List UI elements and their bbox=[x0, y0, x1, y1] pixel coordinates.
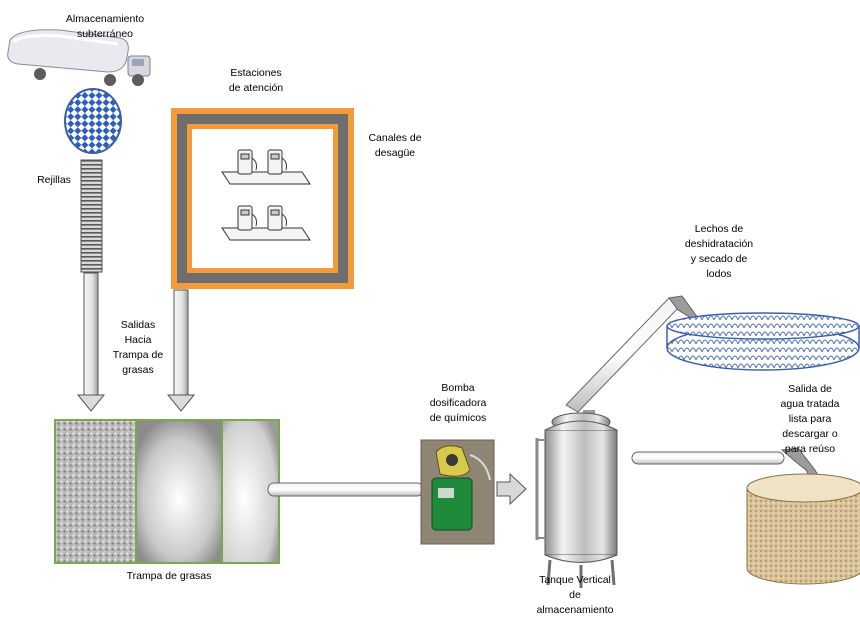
treated-water-basin bbox=[746, 473, 860, 585]
grate-column bbox=[80, 159, 103, 273]
tank-label: Tanque Vertical de almacenamiento bbox=[525, 573, 625, 618]
arrow-down-left bbox=[76, 272, 106, 412]
outlets-label-line: Trampa de bbox=[112, 349, 164, 361]
treated-outlet-label-line: para reúso bbox=[784, 443, 836, 455]
treated-outlet-label-line: agua tratada bbox=[780, 398, 840, 410]
pump-label-line: Bomba bbox=[441, 382, 475, 394]
outlets-label-line: Salidas bbox=[120, 319, 156, 331]
tank-label-line: Tanque Vertical bbox=[539, 574, 611, 586]
grease-trap bbox=[54, 419, 280, 564]
drains-label: Canales de desagüe bbox=[357, 131, 433, 161]
treated-outlet-label-line: descargar o bbox=[782, 428, 838, 440]
grates-label: Rejillas bbox=[37, 174, 71, 186]
grease-trap-label: Trampa de grasas bbox=[126, 570, 212, 582]
pump-label-line: dosificadora bbox=[429, 397, 487, 409]
pump-label-line: de químicos bbox=[429, 412, 487, 424]
stations-label-line: Estaciones bbox=[230, 67, 282, 79]
outlets-label-line: grasas bbox=[122, 364, 154, 376]
outlets-label: Salidas Hacia Trampa de grasas bbox=[106, 318, 170, 378]
drains-label-line: Canales de bbox=[368, 132, 422, 144]
tanker-truck-icon bbox=[7, 29, 151, 86]
treated-outlet-label-line: lista para bbox=[788, 413, 832, 425]
pipe-to-pump bbox=[267, 482, 424, 497]
outlets-label-line: Hacia bbox=[124, 334, 152, 346]
drains-label-line: desagüe bbox=[374, 147, 416, 159]
drying-beds-label-line: lodos bbox=[706, 268, 732, 280]
arrow-to-tank bbox=[496, 472, 527, 506]
pump-label: Bomba dosificadora de químicos bbox=[411, 381, 505, 426]
drying-beds-label: Lechos de deshidratación y secado de lod… bbox=[664, 222, 774, 282]
arrow-down-right bbox=[166, 289, 196, 412]
fuel-pump-icon bbox=[221, 205, 311, 241]
tank-label-line: almacenamiento bbox=[536, 604, 614, 616]
storage-label-line: subterráneo bbox=[76, 28, 134, 40]
stations-label-line: de atención bbox=[228, 82, 284, 94]
drying-beds-label-line: deshidratación bbox=[684, 238, 754, 250]
service-stations-box bbox=[171, 108, 354, 289]
dosing-pump-photo bbox=[420, 439, 495, 545]
stations-label: Estaciones de atención bbox=[206, 66, 306, 96]
treated-outlet-label: Salida de agua tratada lista para descar… bbox=[770, 382, 850, 457]
drying-beds-label-line: y secado de bbox=[690, 253, 748, 265]
storage-label-line: Almacenamiento bbox=[65, 13, 145, 25]
grate-disc-icon bbox=[64, 88, 122, 154]
treated-outlet-label-line: Salida de bbox=[788, 383, 832, 395]
storage-label: Almacenamiento subterráneo bbox=[55, 12, 155, 42]
drying-beds-label-line: Lechos de bbox=[694, 223, 744, 235]
stainless-tank bbox=[535, 410, 618, 588]
drying-beds-basin bbox=[666, 312, 860, 371]
fuel-pump-icon bbox=[221, 149, 311, 185]
tank-label-line: de bbox=[569, 589, 581, 601]
